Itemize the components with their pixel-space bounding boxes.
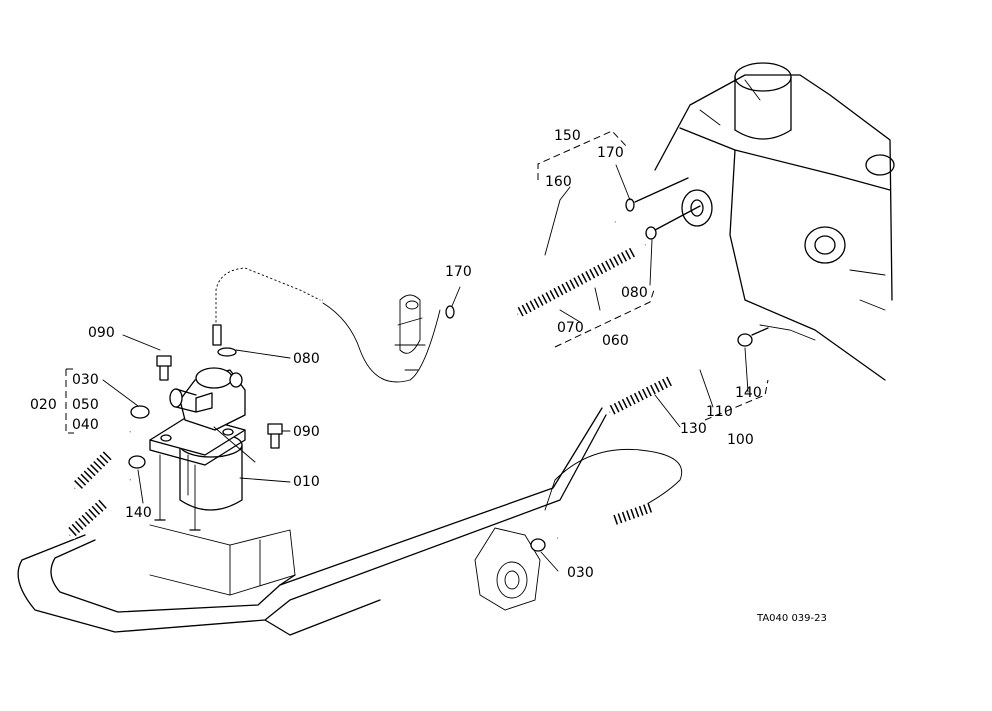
clamp-030 (130, 405, 150, 419)
label-090-upper: 090 (88, 325, 115, 341)
label-110: 110 (706, 404, 733, 420)
label-070: 070 (557, 320, 584, 336)
group-brackets (65, 130, 769, 434)
label-080-filter: 080 (293, 351, 320, 367)
label-050: 050 (72, 397, 99, 413)
feed-pump (394, 294, 426, 371)
label-010: 010 (293, 474, 320, 490)
clip-170-right (625, 198, 635, 212)
lower-pump (474, 502, 654, 611)
label-130: 130 (680, 421, 707, 437)
bolt-090-lower (267, 423, 283, 449)
label-170-left: 170 (445, 264, 472, 280)
hose-lower (65, 455, 146, 540)
corrugated-hose-filter (210, 262, 325, 357)
label-160: 160 (545, 174, 572, 190)
fuel-filter-assembly (149, 355, 283, 531)
label-170-right: 170 (597, 145, 624, 161)
label-090-lower: 090 (293, 424, 320, 440)
hose-assembly-060 (515, 205, 701, 319)
label-060: 060 (602, 333, 629, 349)
leader-lines (102, 164, 749, 572)
clip-170-left (445, 305, 455, 319)
engine-block (654, 62, 895, 381)
long-fuel-pipe (17, 407, 607, 636)
pipe-assembly-150 (445, 177, 689, 319)
label-150: 150 (554, 128, 581, 144)
label-040: 040 (72, 417, 99, 433)
label-080-hose: 080 (621, 285, 648, 301)
label-140-right: 140 (735, 385, 762, 401)
engine-base (149, 524, 296, 596)
clamp-140-right (737, 333, 753, 347)
reference-code: TA040 039-23 (756, 613, 827, 624)
clip-080 (645, 226, 657, 240)
label-030-lower: 030 (567, 565, 594, 581)
label-100: 100 (727, 432, 754, 448)
clamp-140-left (128, 455, 146, 469)
bolt-090-upper (156, 355, 172, 381)
clamp-030-lower (530, 538, 546, 552)
label-140-left: 140 (125, 505, 152, 521)
label-020: 020 (30, 397, 57, 413)
pipe-assembly-100 (607, 327, 769, 417)
hose-040 (70, 405, 150, 493)
label-030-upper: 030 (72, 372, 99, 388)
part-labels: 090 080 030 020 050 040 090 010 140 030 … (30, 128, 827, 624)
